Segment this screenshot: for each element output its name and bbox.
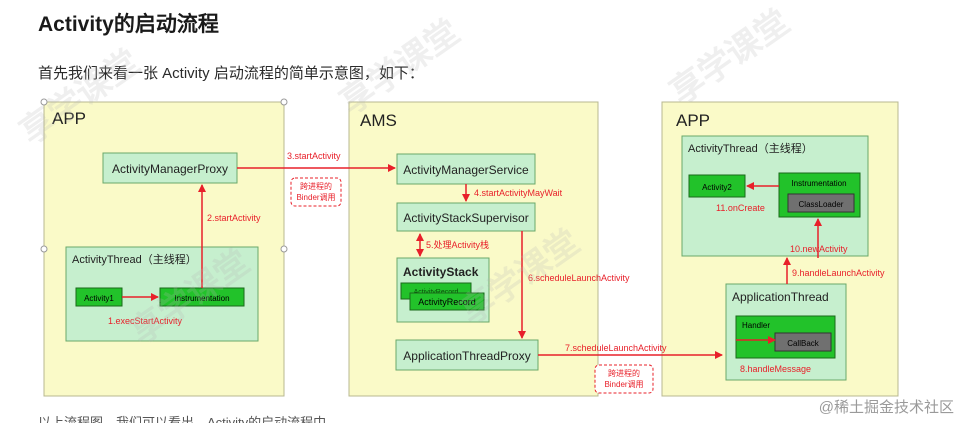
callback-label: CallBack <box>787 339 820 348</box>
step11-label: 11.onCreate <box>716 203 765 213</box>
step4-label: 4.startActivityMayWait <box>474 188 563 198</box>
activity2-label: Activity2 <box>702 183 732 192</box>
handler-box: Handler CallBack <box>735 315 836 359</box>
page-heading: Activity的启动流程 <box>38 13 219 36</box>
step9-label: 9.handleLaunchActivity <box>792 268 885 278</box>
app-left-title: APP <box>52 109 86 128</box>
activity-manager-service-label: ActivityManagerService <box>403 163 529 177</box>
activity-stack-box: ActivityStack ActivityRecord ActivityRec… <box>396 257 490 323</box>
class-loader-label: ClassLoader <box>799 200 844 209</box>
activity1-label: Activity1 <box>84 294 114 303</box>
step3-label: 3.startActivity <box>287 151 341 161</box>
step-labels: 1.execStartActivity 2.startActivity 3.st… <box>108 151 885 374</box>
step1-label: 1.execStartActivity <box>108 316 183 326</box>
binder-note-1-line2: Binder调用 <box>296 193 335 202</box>
step2-label: 2.startActivity <box>207 213 261 223</box>
step10-label: 10.newActivity <box>790 244 848 254</box>
instrumentation-right-box: Instrumentation ClassLoader <box>778 172 861 218</box>
activity-manager-service-box: ActivityManagerService <box>396 153 536 185</box>
binder-note-2-line2: Binder调用 <box>604 380 643 389</box>
flow-arrows <box>122 164 822 359</box>
clipped-text-line: 以上流程图，我们可以看出，Activity的启动流程中 <box>38 415 327 423</box>
activity2-box: Activity2 <box>688 174 746 198</box>
binder-note-2: 跨进程的 Binder调用 <box>594 364 654 394</box>
application-thread-proxy-box: ApplicationThreadProxy <box>395 339 539 371</box>
binder-note-2-line1: 跨进程的 <box>608 368 640 378</box>
activity-thread-left-label: ActivityThread（主线程） <box>72 252 197 266</box>
instrumentation-left-box: Instrumentation <box>159 287 245 307</box>
handler-label: Handler <box>742 321 770 330</box>
app-right-title: APP <box>676 111 710 130</box>
application-thread-proxy-label: ApplicationThreadProxy <box>403 349 530 363</box>
juejin-watermark: @稀土掘金技术社区 <box>818 399 954 416</box>
activity-stack-supervisor-label: ActivityStackSupervisor <box>403 211 528 225</box>
application-thread-label: ApplicationThread <box>732 290 829 304</box>
instrumentation-left-label: Instrumentation <box>174 294 229 303</box>
activity-record-front <box>409 292 485 311</box>
ams-title: AMS <box>360 111 397 130</box>
binder-note-1-line1: 跨进程的 <box>300 181 332 191</box>
activity-stack-supervisor-box: ActivityStackSupervisor <box>396 202 536 232</box>
step8-label: 8.handleMessage <box>740 364 811 374</box>
step6-label: 6.scheduleLaunchActivity <box>528 273 630 283</box>
instrumentation-right-label: Instrumentation <box>791 179 846 188</box>
binder-note-1: 跨进程的 Binder调用 <box>290 177 342 207</box>
step7-label: 7.scheduleLaunchActivity <box>565 343 667 353</box>
activity-stack-label: ActivityStack <box>403 265 479 279</box>
activity-manager-proxy-label: ActivityManagerProxy <box>112 162 228 176</box>
intro-paragraph: 首先我们来看一张 Activity 启动流程的简单示意图，如下： <box>38 65 424 82</box>
activity1-box: Activity1 <box>75 287 123 307</box>
activity-manager-proxy-box: ActivityManagerProxy <box>102 152 238 184</box>
step5-label: 5.处理Activity栈 <box>426 239 489 250</box>
activity-record-front-label: ActivityRecord <box>418 297 476 307</box>
activity-thread-right-label: ActivityThread（主线程） <box>688 141 813 155</box>
